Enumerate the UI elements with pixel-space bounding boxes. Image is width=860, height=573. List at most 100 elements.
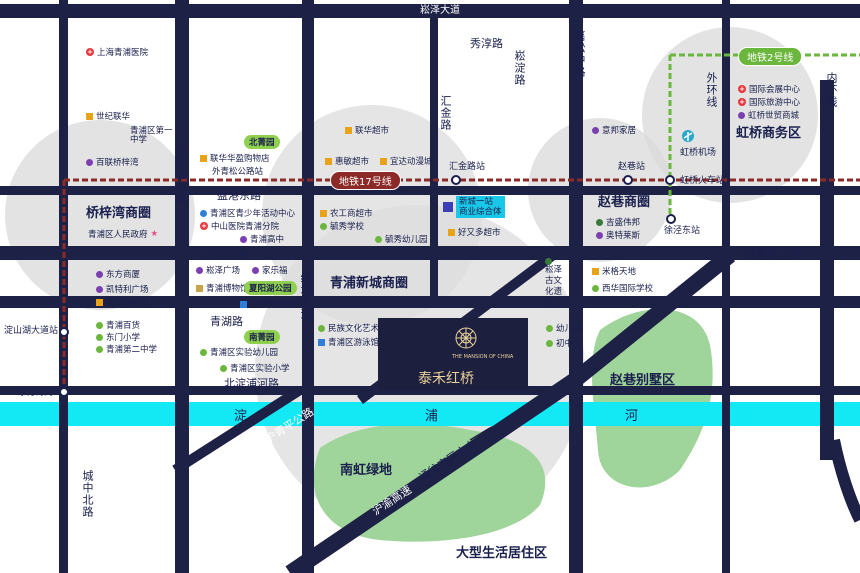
poi-intl-tourist: +国际旅游中心 [738,98,801,108]
river-char-2: 浦 [425,409,439,424]
poi-intl-exhibit: +国际会展中心 [738,85,801,95]
xujing-station-marker [666,214,676,224]
songze-road-label: 崧泽大道 [420,5,460,16]
mall-icon [96,285,103,293]
venue-icon [200,209,207,217]
zhaoxiang-area-label: 赵巷商圈 [598,195,651,210]
shop-icon [448,228,455,236]
project-block [378,318,528,390]
shop-icon [380,157,387,165]
qiaozi-area-label: 桥梓湾商圈 [86,206,152,221]
heritage-icon [545,258,552,265]
mall-icon [596,218,603,226]
poi-jingxiu-kinder: 毓秀幼儿园 [375,233,428,245]
huqingping-east-label: 沪青平公路 [745,247,800,260]
hotel-icon [240,300,247,308]
poi-museum: 青浦博物馆 [196,282,249,294]
poi-swim: 青浦区游泳馆 [318,336,379,348]
dongfang-station-label: 东方绿舟 [18,388,55,398]
mall-icon [252,266,259,274]
poi-qingpu-1st: 青浦区第一中学 [130,126,173,145]
mall-icon [86,158,93,166]
school-icon [318,324,325,332]
museum-icon [196,284,203,292]
inner-ring-label: 内环线 [825,72,838,108]
metro-17-badge: 地铁17号线 [330,171,401,190]
landmark-icon: + [738,85,746,93]
north-park-tag: 北菁园 [244,135,280,149]
poi-century: 世纪联华 [86,110,130,122]
school-icon [546,339,553,347]
poi-farm-market: 农工商超市 [320,207,373,219]
mall-icon [196,266,203,274]
dianpu-river [0,402,860,426]
swim-icon [318,338,325,346]
poi-songze-site: 崧泽古文化遗址 [545,258,569,309]
huijin-road-label: 汇金路 [439,95,452,131]
shop-icon [325,157,332,165]
hongqiao-area-label: 虹桥商务区 [736,126,802,141]
kindergarten-icon [375,235,382,243]
poi-hongqiao-trade: 虹桥世贸商城 [738,109,799,121]
poi-songze-plaza: 崧泽广场 [196,264,240,276]
poi-dongmen-primary: 东门小学 [96,331,140,343]
poi-hospital: +上海青浦医院 [86,48,149,58]
zhaoxiang-station-marker [623,175,633,185]
mall-icon [596,231,603,239]
hongqiao-train-label: 虹桥火车站 [680,176,726,186]
school-icon [240,235,247,243]
qingpu-new-area-label: 青浦新城商圈 [330,276,409,291]
villa-green [591,309,713,488]
school-icon [592,284,599,292]
xujing-east-label: 徐泾东站 [664,226,701,236]
poi-dongfang-mall: 东方商厦 [96,268,140,280]
dongfang-station-marker [59,387,69,397]
huijin-station-label: 汇金路站 [449,162,486,172]
poi-waiqing-station: 外青松公路站 [212,167,264,177]
raocheng-road-label: 绕城高速 [299,272,312,320]
gov-star-icon: ★ [150,229,159,239]
metro-2-badge: 地铁2号线 [738,47,803,66]
poi-jialefu: 家乐福 [252,264,288,276]
poi-qingpu-high: 青浦高中 [240,233,284,245]
kindergarten-icon [546,324,553,332]
beidian-road-label: 北淀浦河路 [224,377,279,390]
project-logo-icon [455,327,477,349]
shop-icon [592,267,599,275]
project-subtitle: THE MANSION OF CHINA [452,354,514,360]
hongqiao-airport-label: 虹桥机场 [680,148,717,158]
qinghu-road-label: 青湖路 [210,315,243,328]
zhaoxiang-villa-label: 赵巷别墅区 [610,373,676,388]
nanhong-area-label: 南虹绿地 [340,463,393,478]
poi-middle: 初中 [546,337,573,349]
poi-kaite: 凯特利广场 [96,283,149,295]
xiuchun-road-label: 秀淳路 [470,37,503,50]
xiayang-park-tag: 夏阳湖公园 [244,281,297,295]
school-icon [96,345,103,353]
big-living-area-label: 大型生活居住区 [456,546,548,561]
poi-folk-school: 民族文化艺术学校 [318,322,396,334]
chongdian-road-label: 崧淀路 [513,50,526,86]
shop-icon [86,112,93,120]
huijin-station-marker [451,175,461,185]
south-park-tag: 南菁园 [244,330,280,344]
poi-exp-kinder: 青浦区实验幼儿园 [200,346,278,358]
school-icon [320,222,327,230]
poi-aotelai: 奥特莱斯 [596,229,640,241]
dianshan-station-label: 淀山湖大道站 [4,326,59,336]
shop-icon [320,209,327,217]
poi-wanda: 新城一站商业综合体 [443,196,505,218]
hospital-icon: + [86,48,94,56]
hospital-icon: + [200,222,208,230]
poi-exp-primary: 青浦区实验小学 [220,362,290,374]
poi-youth-center: 青浦区青少年活动中心 [200,207,295,219]
school-icon [220,364,227,372]
jiasong-road-label: 嘉松中路 [573,30,586,78]
poi-crown-hotel: 皇冠假日酒店 [240,298,301,310]
poi-huimin: 惠敏超市 [325,155,369,167]
hongqiao-train-marker [665,175,675,185]
yinggang-road-label: 盈港东路 [217,189,261,202]
poi-jisheng: 吉盛伟邦 [596,216,640,228]
river-char-3: 河 [625,409,639,424]
